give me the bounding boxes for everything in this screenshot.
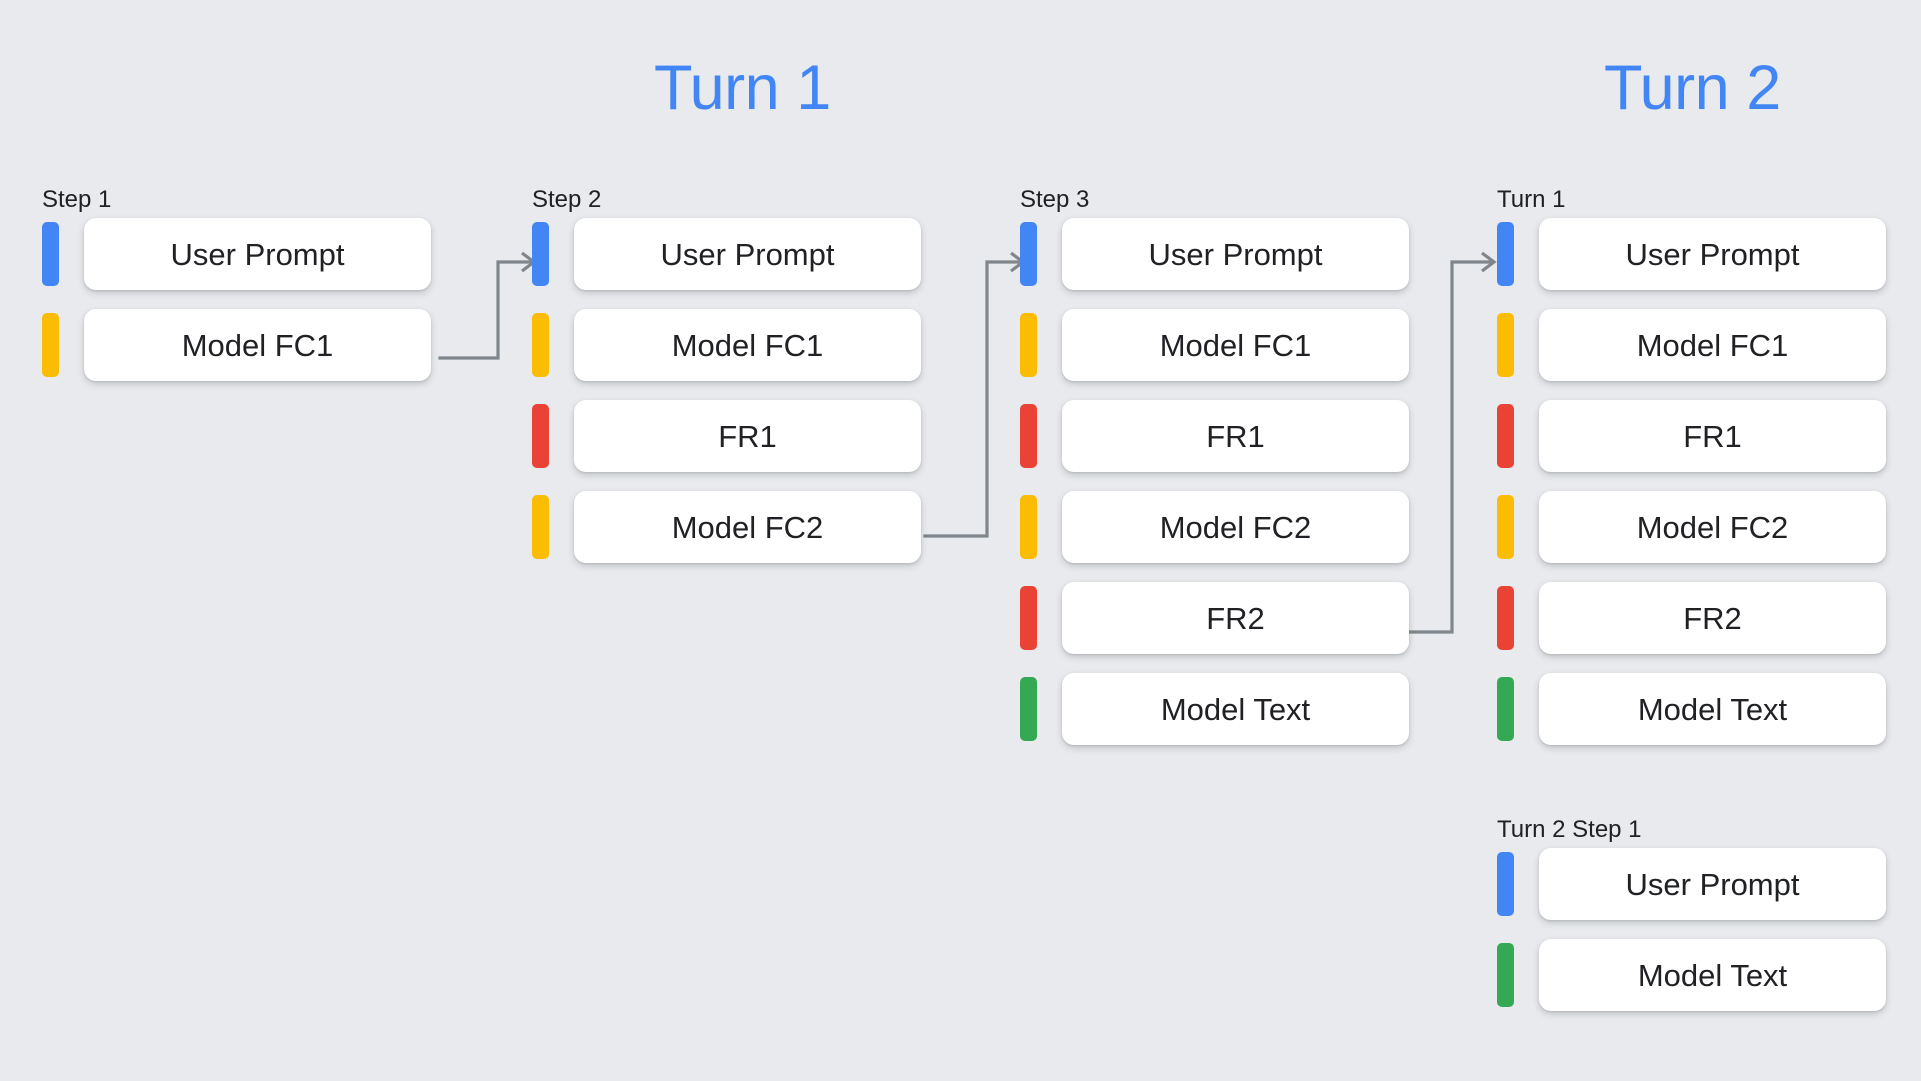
card-fr1[interactable]: FR1 <box>1062 400 1409 472</box>
card-label: User Prompt <box>660 236 835 272</box>
card-label: User Prompt <box>170 236 345 272</box>
card-label: FR1 <box>1206 418 1265 454</box>
card-label: Model FC1 <box>181 327 334 363</box>
card-label: FR2 <box>1206 600 1265 636</box>
card-fr2[interactable]: FR2 <box>1539 582 1886 654</box>
card-label: User Prompt <box>1625 866 1800 902</box>
status-bar-yellow <box>532 495 549 559</box>
card-model-fc1[interactable]: Model FC1 <box>574 309 921 381</box>
status-bar-green <box>1497 943 1514 1007</box>
group-label-step-3: Step 3 <box>1020 186 1090 213</box>
group-label-turn-1: Turn 1 <box>1497 186 1566 213</box>
card-label: FR1 <box>718 418 777 454</box>
status-bar-red <box>1020 586 1037 650</box>
card-label: Model FC1 <box>671 327 824 363</box>
card-model-fc2[interactable]: Model FC2 <box>574 491 921 563</box>
card-user-prompt[interactable]: User Prompt <box>574 218 921 290</box>
group-label-step-1: Step 1 <box>42 186 112 213</box>
card-label: Model FC2 <box>1636 509 1789 545</box>
card-model-fc2[interactable]: Model FC2 <box>1539 491 1886 563</box>
status-bar-blue <box>42 222 59 286</box>
card-user-prompt[interactable]: User Prompt <box>1062 218 1409 290</box>
status-bar-yellow <box>42 313 59 377</box>
status-bar-yellow <box>1020 495 1037 559</box>
status-bar-blue <box>1497 852 1514 916</box>
card-label: Model Text <box>1637 957 1788 993</box>
card-label: Model FC1 <box>1636 327 1789 363</box>
card-fr1[interactable]: FR1 <box>574 400 921 472</box>
status-bar-blue <box>1497 222 1514 286</box>
status-bar-yellow <box>532 313 549 377</box>
card-user-prompt[interactable]: User Prompt <box>1539 218 1886 290</box>
card-model-text[interactable]: Model Text <box>1539 939 1886 1011</box>
status-bar-red <box>1497 586 1514 650</box>
status-bar-red <box>1020 404 1037 468</box>
status-bar-red <box>532 404 549 468</box>
status-bar-green <box>1020 677 1037 741</box>
status-bar-yellow <box>1020 313 1037 377</box>
card-label: Model FC2 <box>671 509 824 545</box>
status-bar-blue <box>532 222 549 286</box>
card-label: Model FC1 <box>1159 327 1312 363</box>
status-bar-red <box>1497 404 1514 468</box>
card-model-fc1[interactable]: Model FC1 <box>84 309 431 381</box>
card-user-prompt[interactable]: User Prompt <box>1539 848 1886 920</box>
status-bar-blue <box>1020 222 1037 286</box>
card-fr2[interactable]: FR2 <box>1062 582 1409 654</box>
card-label: Model Text <box>1160 691 1311 727</box>
card-label: Model Text <box>1637 691 1788 727</box>
card-model-fc2[interactable]: Model FC2 <box>1062 491 1409 563</box>
card-label: FR2 <box>1683 600 1742 636</box>
status-bar-yellow <box>1497 313 1514 377</box>
card-label: Model FC2 <box>1159 509 1312 545</box>
card-model-fc1[interactable]: Model FC1 <box>1539 309 1886 381</box>
status-bar-yellow <box>1497 495 1514 559</box>
group-label-step-2: Step 2 <box>532 186 602 213</box>
card-label: FR1 <box>1683 418 1742 454</box>
card-label: User Prompt <box>1148 236 1323 272</box>
turn-2-heading: Turn 2 <box>1604 53 1781 123</box>
status-bar-green <box>1497 677 1514 741</box>
card-user-prompt[interactable]: User Prompt <box>84 218 431 290</box>
card-label: User Prompt <box>1625 236 1800 272</box>
card-model-text[interactable]: Model Text <box>1539 673 1886 745</box>
card-model-text[interactable]: Model Text <box>1062 673 1409 745</box>
card-fr1[interactable]: FR1 <box>1539 400 1886 472</box>
turn-1-heading: Turn 1 <box>654 53 831 123</box>
card-model-fc1[interactable]: Model FC1 <box>1062 309 1409 381</box>
group-label-turn-2-step-1: Turn 2 Step 1 <box>1497 816 1642 843</box>
